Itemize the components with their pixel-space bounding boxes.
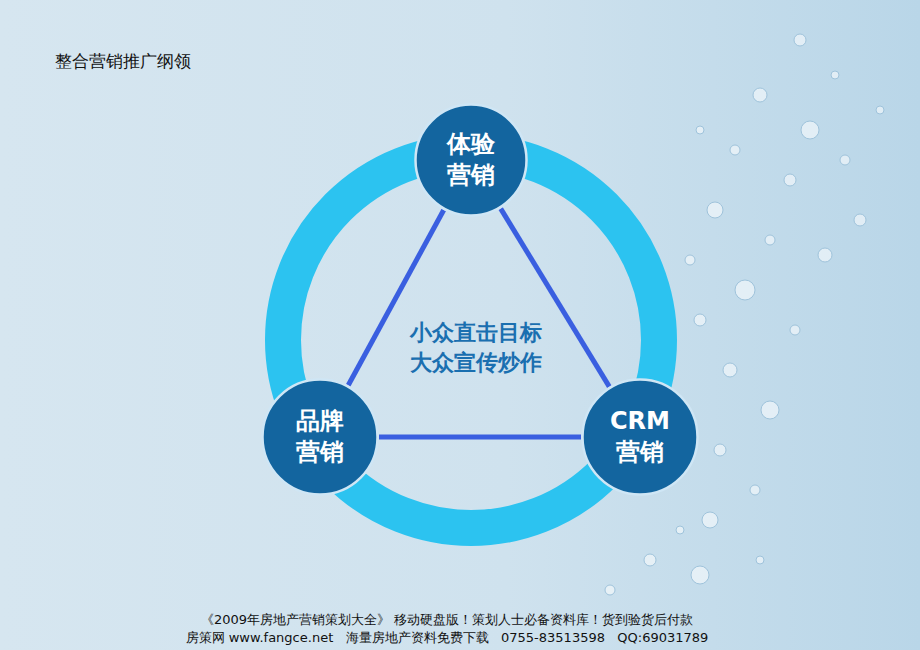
node-label: 品牌 营销 bbox=[289, 406, 351, 468]
center-slogan: 小众直击目标 大众宣传炒作 bbox=[403, 318, 548, 377]
connector-line bbox=[379, 435, 581, 440]
footer-note: 房策网 www.fangce.net 海量房地产资料免费下载 0755-8351… bbox=[186, 630, 709, 646]
circle-node: CRM 营销 bbox=[581, 378, 699, 496]
node-label: 体验 营销 bbox=[440, 129, 502, 191]
node-label: CRM 营销 bbox=[609, 406, 671, 468]
title: 整合营销推广纲领 bbox=[55, 50, 191, 73]
footer-note: 《2009年房地产营销策划大全》 移动硬盘版！策划人士必备资料库！货到验货后付款 bbox=[201, 612, 693, 628]
circle-shape bbox=[583, 380, 698, 495]
circle-outline bbox=[414, 103, 528, 217]
circle-outline bbox=[581, 378, 699, 496]
circle-outline bbox=[261, 378, 379, 496]
circle-node: 品牌 营销 bbox=[261, 378, 379, 496]
circle-shape bbox=[416, 105, 527, 216]
circle-shape bbox=[263, 380, 378, 495]
circle-node: 体验 营销 bbox=[414, 103, 528, 217]
